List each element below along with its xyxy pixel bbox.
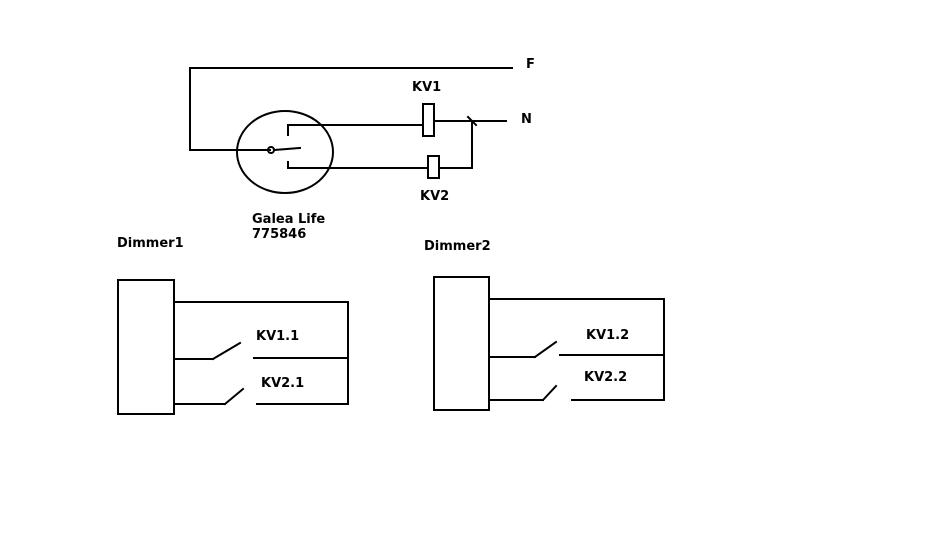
dimmer1-wiring [173, 301, 349, 406]
dimmer2-box [433, 276, 490, 411]
neutral-line [466, 115, 507, 169]
dimmer2-title: Dimmer2 [424, 239, 491, 254]
kv1-2-contact-blade [533, 340, 558, 359]
switch-caption: Galea Life 775846 [252, 212, 325, 242]
dimmer1-title: Dimmer1 [117, 236, 184, 251]
dimmer2-wiring [488, 298, 665, 402]
kv1-1-contact-blade [211, 341, 242, 361]
kv2-2-contact-blade [541, 384, 558, 402]
kv1-label: KV1 [412, 80, 442, 95]
kv2-1-label: KV2.1 [261, 376, 305, 391]
neutral-label: N [521, 112, 532, 127]
relay-kv1-coil [422, 103, 473, 137]
relay-kv2-coil [427, 155, 473, 179]
phase-line [189, 67, 513, 151]
kv1-2-label: KV1.2 [586, 328, 630, 343]
switch-body [236, 110, 334, 194]
kv2-label: KV2 [420, 189, 450, 204]
switch-code: 775846 [252, 227, 307, 242]
switch-lever [272, 146, 302, 152]
switch-name: Galea Life [252, 212, 326, 227]
kv2-2-label: KV2.2 [584, 370, 628, 385]
phase-label: F [526, 57, 535, 72]
kv2-1-contact-blade [223, 387, 245, 406]
kv1-1-label: KV1.1 [256, 329, 300, 344]
dimmer1-box [117, 279, 175, 415]
galea-life-switch [236, 110, 429, 194]
